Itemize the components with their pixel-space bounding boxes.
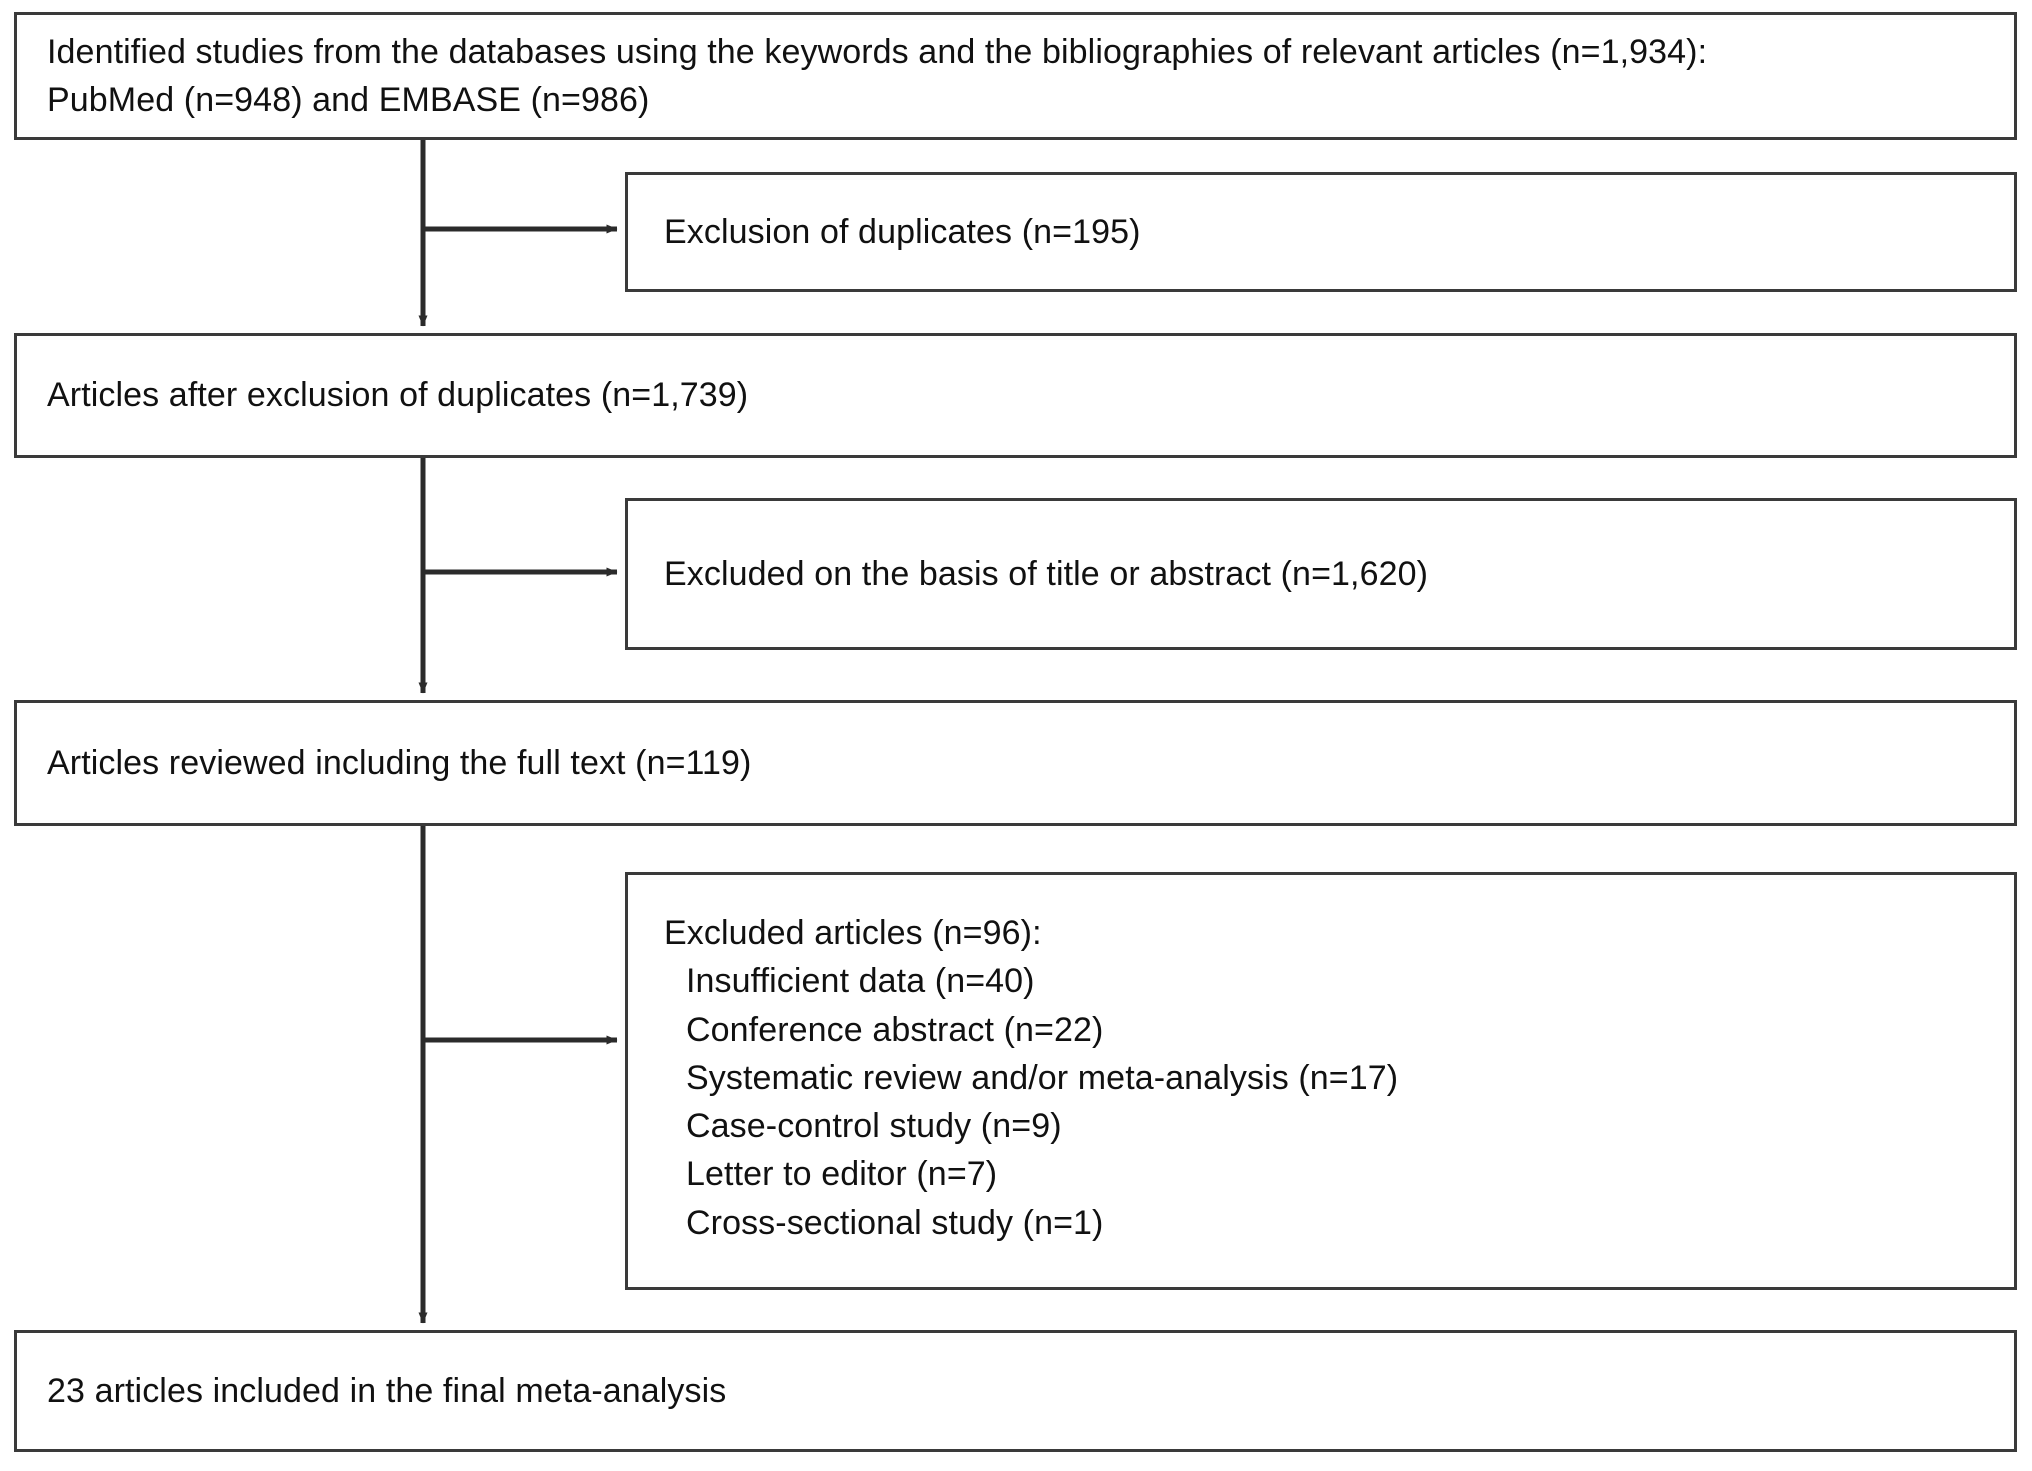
node-excluded-articles-detail: Excluded articles (n=96): Insufficient d…: [625, 872, 2017, 1290]
node-exclusion-of-duplicates: Exclusion of duplicates (n=195): [625, 172, 2017, 292]
node-identified-studies: Identified studies from the databases us…: [14, 12, 2017, 140]
excluded-reason-conference-abstract: Conference abstract (n=22): [686, 1010, 1104, 1049]
excluded-reason-systematic-review: Systematic review and/or meta-analysis (…: [686, 1058, 1399, 1097]
excluded-reason-letter-to-editor: Letter to editor (n=7): [686, 1155, 998, 1194]
full-text-reviewed-label: Articles reviewed including the full tex…: [47, 743, 752, 782]
exclusion-duplicates-label: Exclusion of duplicates (n=195): [664, 212, 1141, 251]
node-excluded-title-or-abstract: Excluded on the basis of title or abstra…: [625, 498, 2017, 650]
included-label: 23 articles included in the final meta-a…: [47, 1371, 727, 1410]
excluded-reason-case-control: Case-control study (n=9): [686, 1107, 1062, 1146]
excluded-reason-cross-sectional: Cross-sectional study (n=1): [686, 1203, 1104, 1242]
excluded-articles-heading: Excluded articles (n=96):: [664, 914, 1042, 952]
node-articles-included-final: 23 articles included in the final meta-a…: [14, 1330, 2017, 1452]
node-articles-reviewed-full-text: Articles reviewed including the full tex…: [14, 700, 2017, 826]
after-duplicates-label: Articles after exclusion of duplicates (…: [47, 376, 749, 415]
identified-line-2: PubMed (n=948) and EMBASE (n=986): [47, 81, 650, 119]
node-articles-after-duplicates: Articles after exclusion of duplicates (…: [14, 333, 2017, 458]
excluded-reason-insufficient-data: Insufficient data (n=40): [686, 962, 1035, 1001]
identified-line-1: Identified studies from the databases us…: [47, 32, 1708, 71]
excluded-title-abstract-label: Excluded on the basis of title or abstra…: [664, 554, 1429, 593]
